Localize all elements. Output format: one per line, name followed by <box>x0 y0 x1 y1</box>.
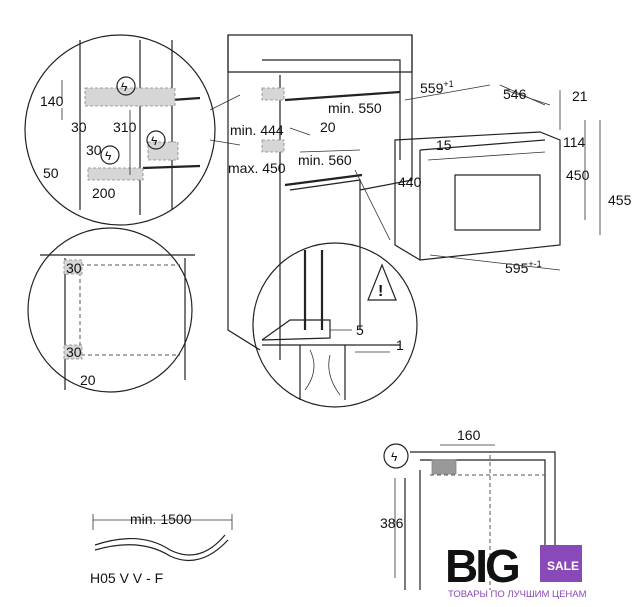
d30a-label: 30 <box>71 119 87 135</box>
cable-type-label: H05 V V - F <box>90 570 163 586</box>
d30b-label: 30 <box>66 344 82 360</box>
d5-label: 5 <box>356 322 364 338</box>
d140-label: 140 <box>40 93 64 109</box>
h450-label: 450 <box>566 167 590 183</box>
d200-label: 200 <box>92 185 116 201</box>
cabinet-drawing: min. 444 max. 450 min. 550 20 min. 560 <box>209 34 413 360</box>
svg-text:ϟ: ϟ <box>391 450 398 464</box>
d20-label: 20 <box>320 119 336 135</box>
w559-label: 559+1 <box>420 79 454 96</box>
d15-label: 15 <box>436 137 452 153</box>
h455-label: 455 <box>608 192 632 208</box>
warning-icon: ! <box>378 283 383 300</box>
detail-top-left: ϟ ϟ ϟ 140 30 310 30 50 200 <box>24 34 216 226</box>
max450-label: max. 450 <box>228 160 286 176</box>
bigsale-logo: BIG SALE ТОВАРЫ ПО ЛУЧШИМ ЦЕНАМ <box>445 540 587 600</box>
d114-label: 114 <box>563 134 586 150</box>
d21-label: 21 <box>572 88 588 104</box>
logo-sale: SALE <box>547 559 579 573</box>
d160-label: 160 <box>457 427 481 443</box>
svg-text:ϟ: ϟ <box>151 134 158 148</box>
min550-label: min. 550 <box>328 100 382 116</box>
d546-label: 546 <box>503 86 527 102</box>
d50-label: 50 <box>43 165 59 181</box>
oven-drawing: 559+1 546 21 15 114 440 450 455 595+-1 <box>394 79 632 276</box>
cable-detail: min. 1500 H05 V V - F <box>90 511 233 586</box>
d20-label: 20 <box>80 372 96 388</box>
d30b-label: 30 <box>86 142 102 158</box>
svg-text:ϟ: ϟ <box>105 149 112 163</box>
h440-label: 440 <box>398 174 422 190</box>
logo-big: BIG <box>445 540 518 592</box>
d30a-label: 30 <box>66 260 82 276</box>
min560-label: min. 560 <box>298 152 352 168</box>
svg-text:ϟ: ϟ <box>121 80 128 94</box>
detail-bottom-mid: ! 5 1 <box>252 242 418 408</box>
d310-label: 310 <box>113 119 137 135</box>
d1-label: 1 <box>396 337 404 353</box>
min1500-label: min. 1500 <box>130 511 192 527</box>
socket-detail: ϟ 160 386 <box>380 427 556 590</box>
min444-label: min. 444 <box>230 122 284 138</box>
detail-bottom-left: 30 30 20 <box>27 227 195 393</box>
logo-tagline: ТОВАРЫ ПО ЛУЧШИМ ЦЕНАМ <box>448 589 587 600</box>
d386-label: 386 <box>380 515 404 531</box>
